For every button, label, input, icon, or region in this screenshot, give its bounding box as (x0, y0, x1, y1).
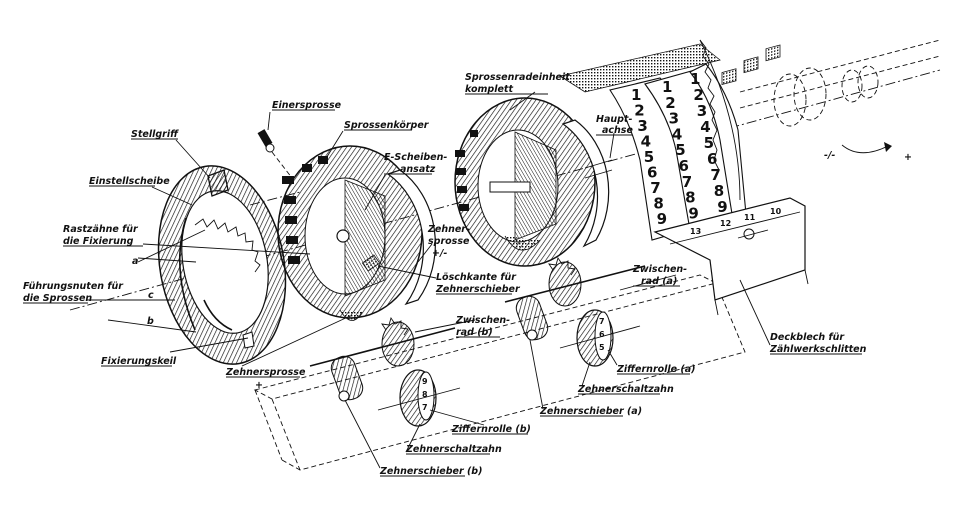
label-rad-a: rad (a) (641, 276, 677, 287)
strip-digit: 2 (665, 94, 675, 112)
strip-digit: 1 (690, 70, 700, 88)
label-einstellscheibe: Einstellscheibe (89, 176, 170, 187)
stellgriff-handle (207, 169, 229, 197)
label-ziffernrolle-a: Ziffernrolle (a) (616, 364, 696, 375)
label-zehnerschaltzahn-a: Zehnerschaltzahn (577, 384, 674, 395)
zaehlwerk-b: 9 8 7 (309, 316, 461, 427)
sprossenkoerper-pinwheel (257, 129, 436, 321)
zaehlwerk-a: 7 6 5 (504, 256, 646, 367)
label-fixierungskeil: Fixierungskeil (101, 356, 177, 367)
label-e-scheiben: E-Scheiben- (384, 152, 447, 163)
strip-digit: 7 (650, 179, 660, 197)
label-ansatz: ansatz (400, 164, 436, 175)
strip-digit: 7 (682, 173, 692, 191)
label-deckblech: Deckblech für (770, 332, 845, 343)
label-einersprosse: Einersprosse (272, 100, 342, 111)
leader-lines (86, 91, 771, 469)
label-sprossenkoerper: Sprossenkörper (344, 120, 430, 131)
label-zehner: Zehner- (427, 224, 470, 235)
svg-text:5: 5 (599, 343, 605, 352)
deckblech-plate: 13 12 11 10 (653, 44, 809, 316)
label-plus-bottom: + (255, 380, 263, 391)
strip-digit: 1 (662, 78, 672, 96)
label-die-fixierung: die Fixierung (63, 236, 134, 247)
einstellscheibe-dial (157, 165, 287, 365)
svg-text:8: 8 (422, 390, 428, 399)
strip-digit: 9 (657, 210, 667, 228)
label-zwischen-a: Zwischen- (632, 264, 687, 275)
label-zwischen-b: Zwischen- (455, 315, 510, 326)
strip-digit: 6 (679, 157, 689, 175)
strip-digit: 5 (704, 134, 714, 152)
strip-digit: 8 (653, 195, 663, 213)
label-zehnerschaltzahn-b: Zehnerschaltzahn (405, 444, 502, 455)
label-rotation-minus: -/- (824, 150, 835, 161)
strip-digit: 4 (672, 125, 682, 143)
svg-text:9: 9 (422, 377, 428, 386)
strip-digit: 1 (631, 86, 641, 104)
label-zehnerschieber-b: Zehnerschieber (b) (379, 466, 482, 477)
svg-text:6: 6 (599, 330, 605, 339)
label-zehnerschieber-a: Zehnerschieber (a) (539, 406, 642, 417)
label-zehnersprosse: Zehnersprosse (225, 367, 306, 378)
label-loeschkante: Löschkante für (436, 272, 517, 283)
label-die-sprossen: die Sprossen (23, 293, 92, 304)
label-fuehrungsnuten: Führungsnuten für (23, 281, 124, 292)
sprossenradeinheit-assembly (454, 97, 613, 267)
base-plate-outline (253, 274, 746, 471)
svg-text:7: 7 (599, 317, 605, 326)
carriage-rotation-sketch (739, 39, 941, 154)
label-haupt: Haupt- (596, 114, 632, 125)
label-rotation-plus: + (904, 152, 912, 163)
strip-digit: 8 (685, 189, 695, 207)
label-zehnerschieber: Zehnerschieber (435, 284, 521, 295)
label-a: a (132, 256, 138, 267)
strip-digit: 3 (637, 117, 647, 135)
svg-text:7: 7 (422, 403, 428, 412)
label-b: b (147, 316, 154, 327)
label-sprosse: sprosse (428, 236, 470, 247)
sprossen-pins (282, 156, 328, 264)
strip-digit: 8 (714, 182, 724, 200)
label-ziffernrolle-b: Ziffernrolle (b) (451, 424, 531, 435)
strip-digit: 9 (717, 198, 727, 216)
label-sprossenradeinheit: Sprossenradeinheit (465, 72, 570, 83)
strip-digit: 4 (700, 118, 710, 136)
strip-digit: 2 (693, 86, 703, 104)
label-plus-minus: +/- (432, 248, 447, 259)
counter-number: 13 (690, 227, 701, 236)
strip-digit: 6 (707, 150, 717, 168)
counter-number: 12 (720, 219, 731, 228)
counter-number: 10 (770, 207, 782, 216)
label-achse: achse (602, 125, 633, 136)
strip-digit: 2 (634, 102, 644, 120)
label-rastzaehne: Rastzähne für (63, 224, 139, 235)
strip-digit: 5 (675, 141, 685, 159)
label-stellgriff: Stellgriff (131, 129, 179, 140)
label-rad-b: rad (b) (456, 327, 493, 338)
strip-digit: 5 (644, 148, 654, 166)
einersprosse-pin (257, 129, 293, 179)
strip-digit: 3 (669, 110, 679, 128)
label-komplett: komplett (465, 84, 513, 95)
labels: Einersprosse Sprossenkörper Stellgriff E… (23, 72, 912, 477)
strip-digit: 6 (647, 164, 657, 182)
strip-digit: 3 (697, 102, 707, 120)
label-zaehlwerkschlitten: Zählwerkschlitten (769, 344, 867, 355)
strip-digit: 7 (710, 166, 720, 184)
strip-digit: 4 (641, 133, 651, 151)
strip-digit: 9 (688, 204, 698, 222)
counter-number: 11 (744, 213, 756, 222)
label-c: c (148, 290, 154, 301)
